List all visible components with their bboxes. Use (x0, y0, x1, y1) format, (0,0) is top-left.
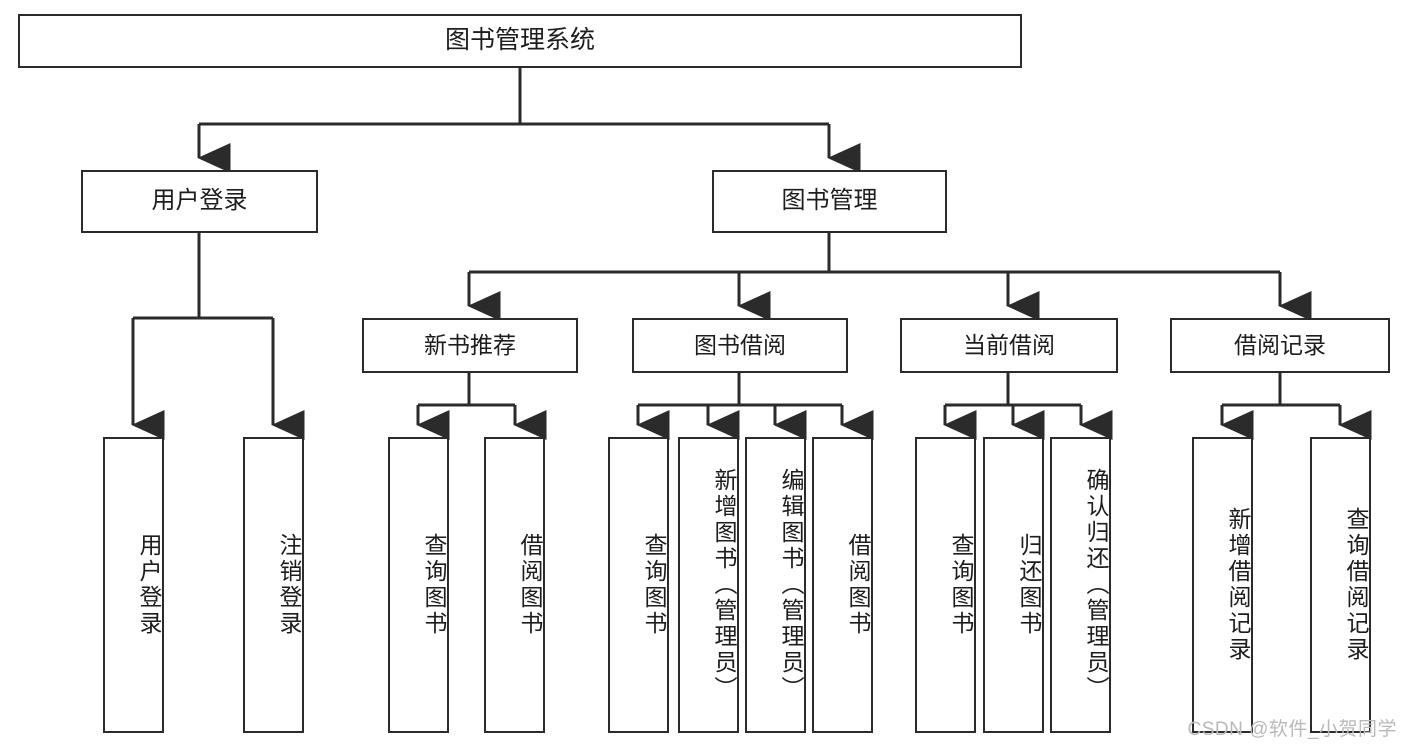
node-book-borrow[interactable]: 图书借阅 (632, 318, 848, 373)
leaf-user-login-logout[interactable]: 注销登录 (243, 437, 304, 733)
leaf-new-book-borrow[interactable]: 借阅图书 (484, 437, 545, 733)
leaf-current-borrow-return[interactable]: 归还图书 (983, 437, 1044, 733)
node-new-book-recommend[interactable]: 新书推荐 (362, 318, 578, 373)
csdn-watermark: CSDN @软件_小贺同学 (1187, 719, 1397, 740)
leaf-new-book-query[interactable]: 查询图书 (388, 437, 449, 733)
leaf-borrow-record-query[interactable]: 查询借阅记录 (1310, 437, 1371, 733)
leaf-label: 用户登录 (136, 533, 162, 637)
node-book-manage[interactable]: 图书管理 (712, 170, 947, 233)
leaf-current-borrow-confirm-return[interactable]: 确认归还（管理员） (1050, 437, 1111, 733)
leaf-book-borrow-borrow[interactable]: 借阅图书 (812, 437, 873, 733)
node-new-book-recommend-label: 新书推荐 (424, 331, 516, 358)
node-user-login-label: 用户登录 (151, 187, 248, 215)
leaf-borrow-record-add[interactable]: 新增借阅记录 (1192, 437, 1253, 733)
leaf-label: 归还图书 (1016, 533, 1042, 637)
leaf-label: 查询借阅记录 (1343, 507, 1369, 663)
node-current-borrow-label: 当前借阅 (963, 331, 1055, 358)
node-book-manage-label: 图书管理 (781, 187, 878, 215)
leaf-label: 查询图书 (948, 533, 974, 637)
node-borrow-record-label: 借阅记录 (1234, 331, 1326, 358)
leaf-label: 新增图书（管理员） (711, 468, 737, 702)
node-book-borrow-label: 图书借阅 (694, 331, 786, 358)
leaf-label: 注销登录 (276, 533, 302, 637)
node-root-label: 图书管理系统 (444, 26, 595, 55)
leaf-current-borrow-query[interactable]: 查询图书 (915, 437, 976, 733)
node-current-borrow[interactable]: 当前借阅 (900, 318, 1118, 373)
node-borrow-record[interactable]: 借阅记录 (1170, 318, 1390, 373)
leaf-label: 借阅图书 (845, 533, 871, 637)
leaf-label: 查询图书 (421, 533, 447, 637)
leaf-label: 查询图书 (641, 533, 667, 637)
leaf-label: 确认归还（管理员） (1083, 468, 1109, 702)
node-root-system[interactable]: 图书管理系统 (18, 14, 1022, 68)
leaf-label: 借阅图书 (517, 533, 543, 637)
leaf-book-borrow-add[interactable]: 新增图书（管理员） (678, 437, 739, 733)
leaf-book-borrow-query[interactable]: 查询图书 (608, 437, 669, 733)
leaf-book-borrow-edit[interactable]: 编辑图书（管理员） (745, 437, 806, 733)
leaf-label: 编辑图书（管理员） (778, 468, 804, 702)
leaf-label: 新增借阅记录 (1225, 507, 1251, 663)
node-user-login[interactable]: 用户登录 (81, 170, 318, 233)
leaf-user-login-login[interactable]: 用户登录 (103, 437, 164, 733)
